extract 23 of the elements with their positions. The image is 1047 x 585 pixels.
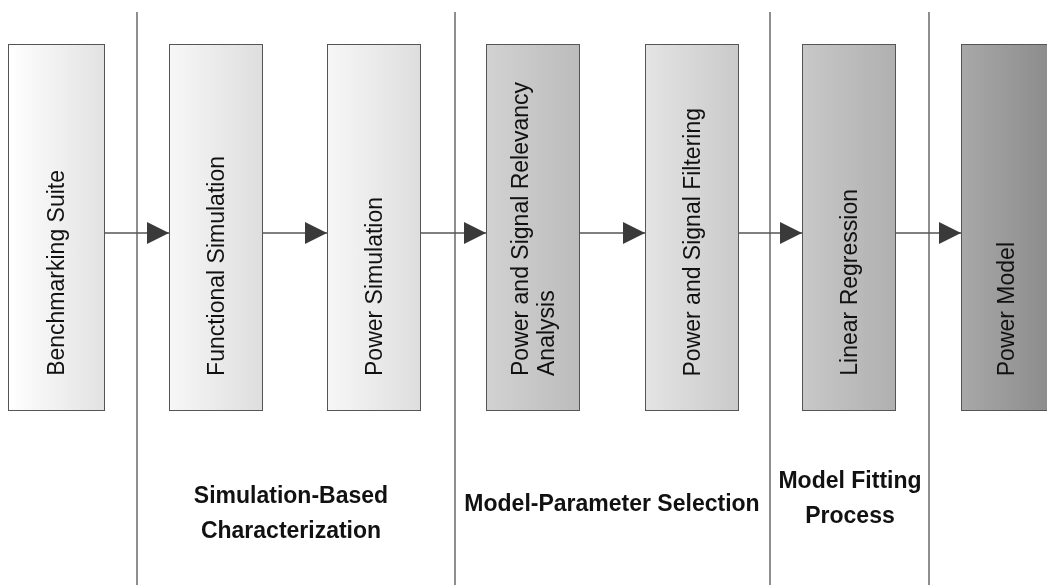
arrow	[262, 222, 328, 244]
process-box	[8, 44, 105, 411]
arrow	[738, 222, 803, 244]
box-label: Linear Regression	[835, 189, 863, 378]
box-label: Benchmarking Suite	[43, 170, 70, 378]
box-label: Power Simulation	[360, 197, 388, 378]
process-box	[961, 44, 1047, 411]
arrow	[895, 222, 962, 244]
stage-label: Model-Parameter Selection	[463, 489, 761, 518]
process-box	[645, 44, 739, 411]
stage-label: Model Fitting Process	[777, 466, 923, 530]
process-box	[169, 44, 263, 411]
stage-label: Simulation-Based Characterization	[192, 481, 390, 545]
box-label: Power and Signal Relevancy Analysis	[506, 80, 560, 378]
process-box	[327, 44, 421, 411]
process-box	[802, 44, 896, 411]
box-label: Power and Signal Filtering	[678, 107, 706, 378]
box-label: Functional Simulation	[202, 156, 230, 378]
arrow	[579, 222, 646, 244]
box-label: Power Model	[992, 241, 1020, 378]
process-box	[486, 44, 580, 411]
arrow	[104, 222, 170, 244]
arrow	[420, 222, 487, 244]
